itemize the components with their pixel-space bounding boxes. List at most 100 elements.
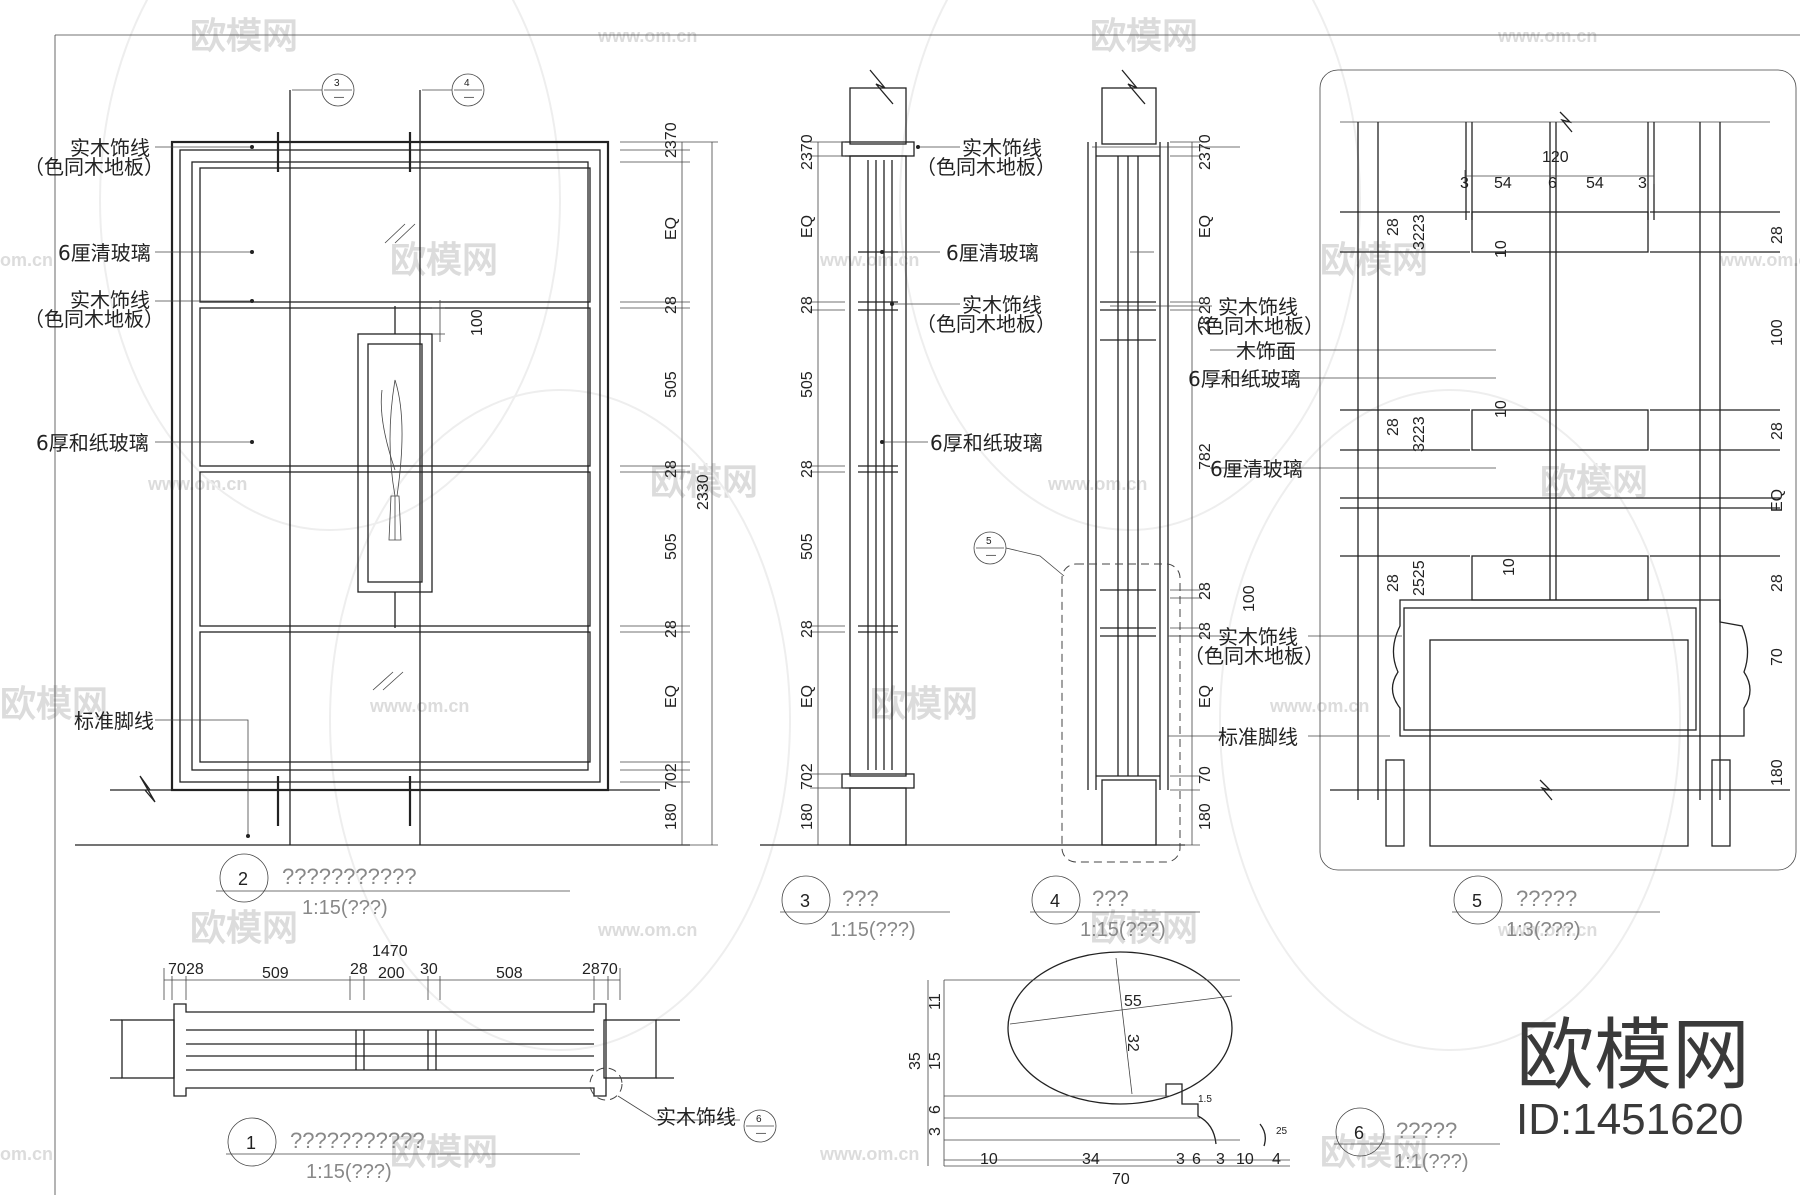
- svg-text:6: 6: [1192, 1151, 1201, 1168]
- label-clear-glass: 6厘清玻璃: [1210, 457, 1303, 481]
- svg-text:32: 32: [1124, 1034, 1141, 1052]
- label-solid-wood-trim: 实木饰线: [962, 136, 1042, 160]
- svg-text:4: 4: [1272, 1151, 1281, 1168]
- watermark-brand: 欧模网: [1090, 908, 1198, 949]
- svg-text:702: 702: [663, 763, 680, 790]
- svg-text:28: 28: [1197, 296, 1214, 314]
- svg-text:EQ: EQ: [1769, 489, 1786, 512]
- svg-text:10: 10: [980, 1151, 998, 1168]
- svg-text:10: 10: [1501, 558, 1518, 576]
- label-solid-wood-trim: 实木饰线: [1218, 625, 1298, 649]
- svg-text:30: 30: [420, 961, 438, 978]
- title-circle-5: [1453, 875, 1503, 925]
- svg-text:28: 28: [1385, 574, 1402, 592]
- svg-text:70: 70: [600, 961, 618, 978]
- watermark-brand: 欧模网: [1320, 1132, 1428, 1173]
- title-circle-1: [227, 1117, 277, 1167]
- label-standard-baseboard: 标准脚线: [1218, 725, 1298, 749]
- svg-text:180: 180: [799, 803, 816, 830]
- svg-text:782: 782: [1197, 443, 1214, 470]
- view-title-2: ???????????: [282, 864, 417, 889]
- watermark-brand: 欧模网: [190, 908, 298, 949]
- svg-text:120: 120: [1542, 149, 1569, 166]
- svg-text:505: 505: [799, 533, 816, 560]
- svg-text:505: 505: [799, 371, 816, 398]
- view-title-3: ???: [842, 886, 879, 911]
- section-marker-number: 4: [464, 78, 470, 89]
- svg-text:5: 5: [986, 536, 992, 547]
- label-solid-wood-trim: 实木饰线: [1218, 295, 1298, 319]
- svg-text:3: 3: [1638, 175, 1647, 192]
- svg-text:70: 70: [168, 961, 186, 978]
- svg-text:2330: 2330: [695, 474, 712, 510]
- svg-text:1470: 1470: [372, 943, 408, 960]
- label-solid-wood-trim: 实木饰线: [70, 288, 150, 312]
- svg-text:2: 2: [238, 869, 248, 889]
- detail-marker-6: [743, 1109, 777, 1143]
- svg-text:54: 54: [1586, 175, 1604, 192]
- svg-text:11: 11: [927, 993, 944, 1010]
- svg-text:55: 55: [1124, 993, 1142, 1010]
- label-same-color-floor: （色同木地板）: [916, 155, 1056, 179]
- section-marker-number: 3: [334, 78, 340, 89]
- svg-text:28: 28: [1769, 574, 1786, 592]
- label-same-color-floor: （色同木地板）: [24, 307, 164, 331]
- svg-text:28: 28: [350, 961, 368, 978]
- svg-text:34: 34: [1082, 1151, 1100, 1168]
- brand-id: ID:1451620: [1516, 1095, 1744, 1144]
- svg-text:2370: 2370: [663, 122, 680, 158]
- title-circle-6: [1335, 1107, 1385, 1157]
- watermark-url: www.om.cn: [1719, 250, 1800, 270]
- watermark-url: www.om.cn: [819, 1144, 919, 1164]
- watermark-url: www.om.cn: [1269, 696, 1369, 716]
- watermark-url: www.om.cn: [1047, 474, 1147, 494]
- watermark-url: om.cn: [0, 1144, 53, 1164]
- watermark-brand: 欧模网: [390, 240, 498, 281]
- svg-text:2370: 2370: [1197, 134, 1214, 170]
- svg-text:—: —: [986, 550, 996, 561]
- svg-text:28: 28: [1385, 218, 1402, 236]
- svg-text:100: 100: [469, 309, 486, 336]
- label-paper-glass: 6厚和纸玻璃: [1188, 367, 1301, 391]
- svg-text:—: —: [464, 92, 474, 103]
- view-title-6: ?????: [1396, 1118, 1457, 1143]
- svg-text:28: 28: [799, 620, 816, 638]
- watermark-url: www.om.cn: [147, 474, 247, 494]
- view-scale-2: 1:15(???): [302, 897, 388, 919]
- watermark-url: www.om.cn: [597, 26, 697, 46]
- watermark-url: www.om.cn: [1497, 920, 1597, 940]
- view-title-5: ?????: [1516, 886, 1577, 911]
- profile-detail-6: 55 32 11 35 15 6 3 10 34 3 6 3 10 4 70 1…: [907, 951, 1500, 1188]
- label-same-color-floor: （色同木地板）: [1184, 314, 1324, 338]
- svg-text:100: 100: [1241, 585, 1258, 612]
- svg-text:EQ: EQ: [799, 215, 816, 238]
- svg-text:508: 508: [496, 965, 523, 982]
- label-same-color-floor: （色同木地板）: [24, 155, 164, 179]
- svg-text:EQ: EQ: [1197, 685, 1214, 708]
- label-solid-wood-trim: 实木饰线: [962, 293, 1042, 317]
- svg-text:28: 28: [582, 961, 600, 978]
- svg-text:6: 6: [1354, 1123, 1364, 1143]
- svg-text:EQ: EQ: [663, 685, 680, 708]
- view-title-1: ???????????: [290, 1128, 425, 1153]
- watermark-url: www.om.cn: [819, 250, 919, 270]
- svg-text:—: —: [334, 92, 344, 103]
- svg-text:28: 28: [799, 296, 816, 314]
- label-same-color-floor: （色同木地板）: [916, 312, 1056, 336]
- svg-text:28: 28: [799, 460, 816, 478]
- svg-text:100: 100: [1769, 319, 1786, 346]
- svg-text:70: 70: [1112, 1171, 1130, 1188]
- svg-text:EQ: EQ: [1197, 215, 1214, 238]
- label-standard-baseboard: 标准脚线: [74, 709, 154, 733]
- svg-text:6: 6: [756, 1114, 762, 1125]
- svg-text:5: 5: [1472, 891, 1482, 911]
- watermark-brand: 欧模网: [650, 462, 758, 503]
- watermark-url: www.om.cn: [1497, 26, 1597, 46]
- svg-text:28: 28: [1769, 226, 1786, 244]
- svg-text:1.5: 1.5: [1198, 1094, 1212, 1105]
- svg-text:EQ: EQ: [663, 217, 680, 240]
- svg-text:EQ: EQ: [799, 685, 816, 708]
- watermark-brand: 欧模网: [190, 16, 298, 57]
